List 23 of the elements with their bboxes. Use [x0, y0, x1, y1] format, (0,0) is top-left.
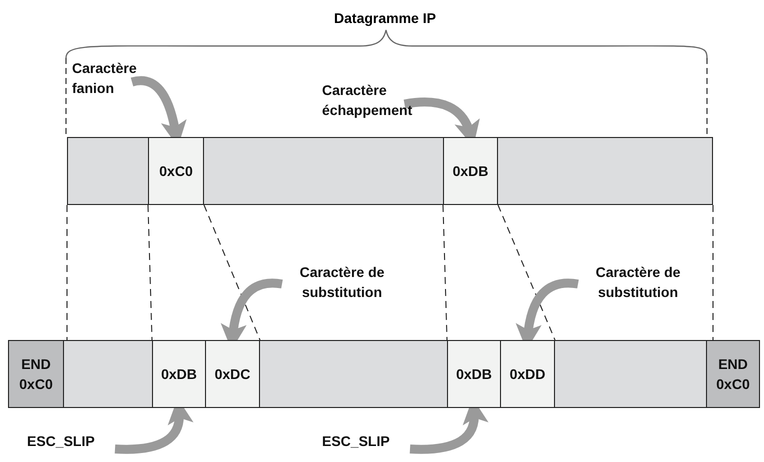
callout-label: Caractère échappement — [322, 80, 432, 122]
byte-block: 0xDC — [205, 340, 260, 408]
diagram-title: Datagramme IP — [333, 10, 437, 26]
frame-bar — [8, 340, 760, 408]
callout-label: ESC_SLIP — [322, 431, 412, 451]
byte-block: 0xDD — [500, 340, 555, 408]
dashed-guide-line — [204, 204, 260, 340]
dashed-guide-line — [498, 204, 556, 340]
callout-label: ESC_SLIP — [27, 431, 117, 451]
dashed-guide-line — [712, 204, 714, 340]
dashed-guide-line — [66, 204, 68, 340]
callout-label: Caractère de substitution — [282, 262, 402, 304]
byte-block: 0xC0 — [148, 137, 204, 205]
dashed-guide-line — [148, 204, 152, 340]
dashed-guide-line — [442, 204, 448, 340]
byte-block: 0xDB — [447, 340, 501, 408]
end-marker-block: END 0xC0 — [706, 340, 760, 408]
frame-bar — [67, 137, 713, 205]
end-marker-block: END 0xC0 — [8, 340, 64, 408]
byte-block: 0xDB — [152, 340, 206, 408]
callout-label: Caractère fanion — [72, 58, 152, 100]
callout-label: Caractère de substitution — [578, 262, 698, 304]
byte-block: 0xDB — [443, 137, 498, 205]
